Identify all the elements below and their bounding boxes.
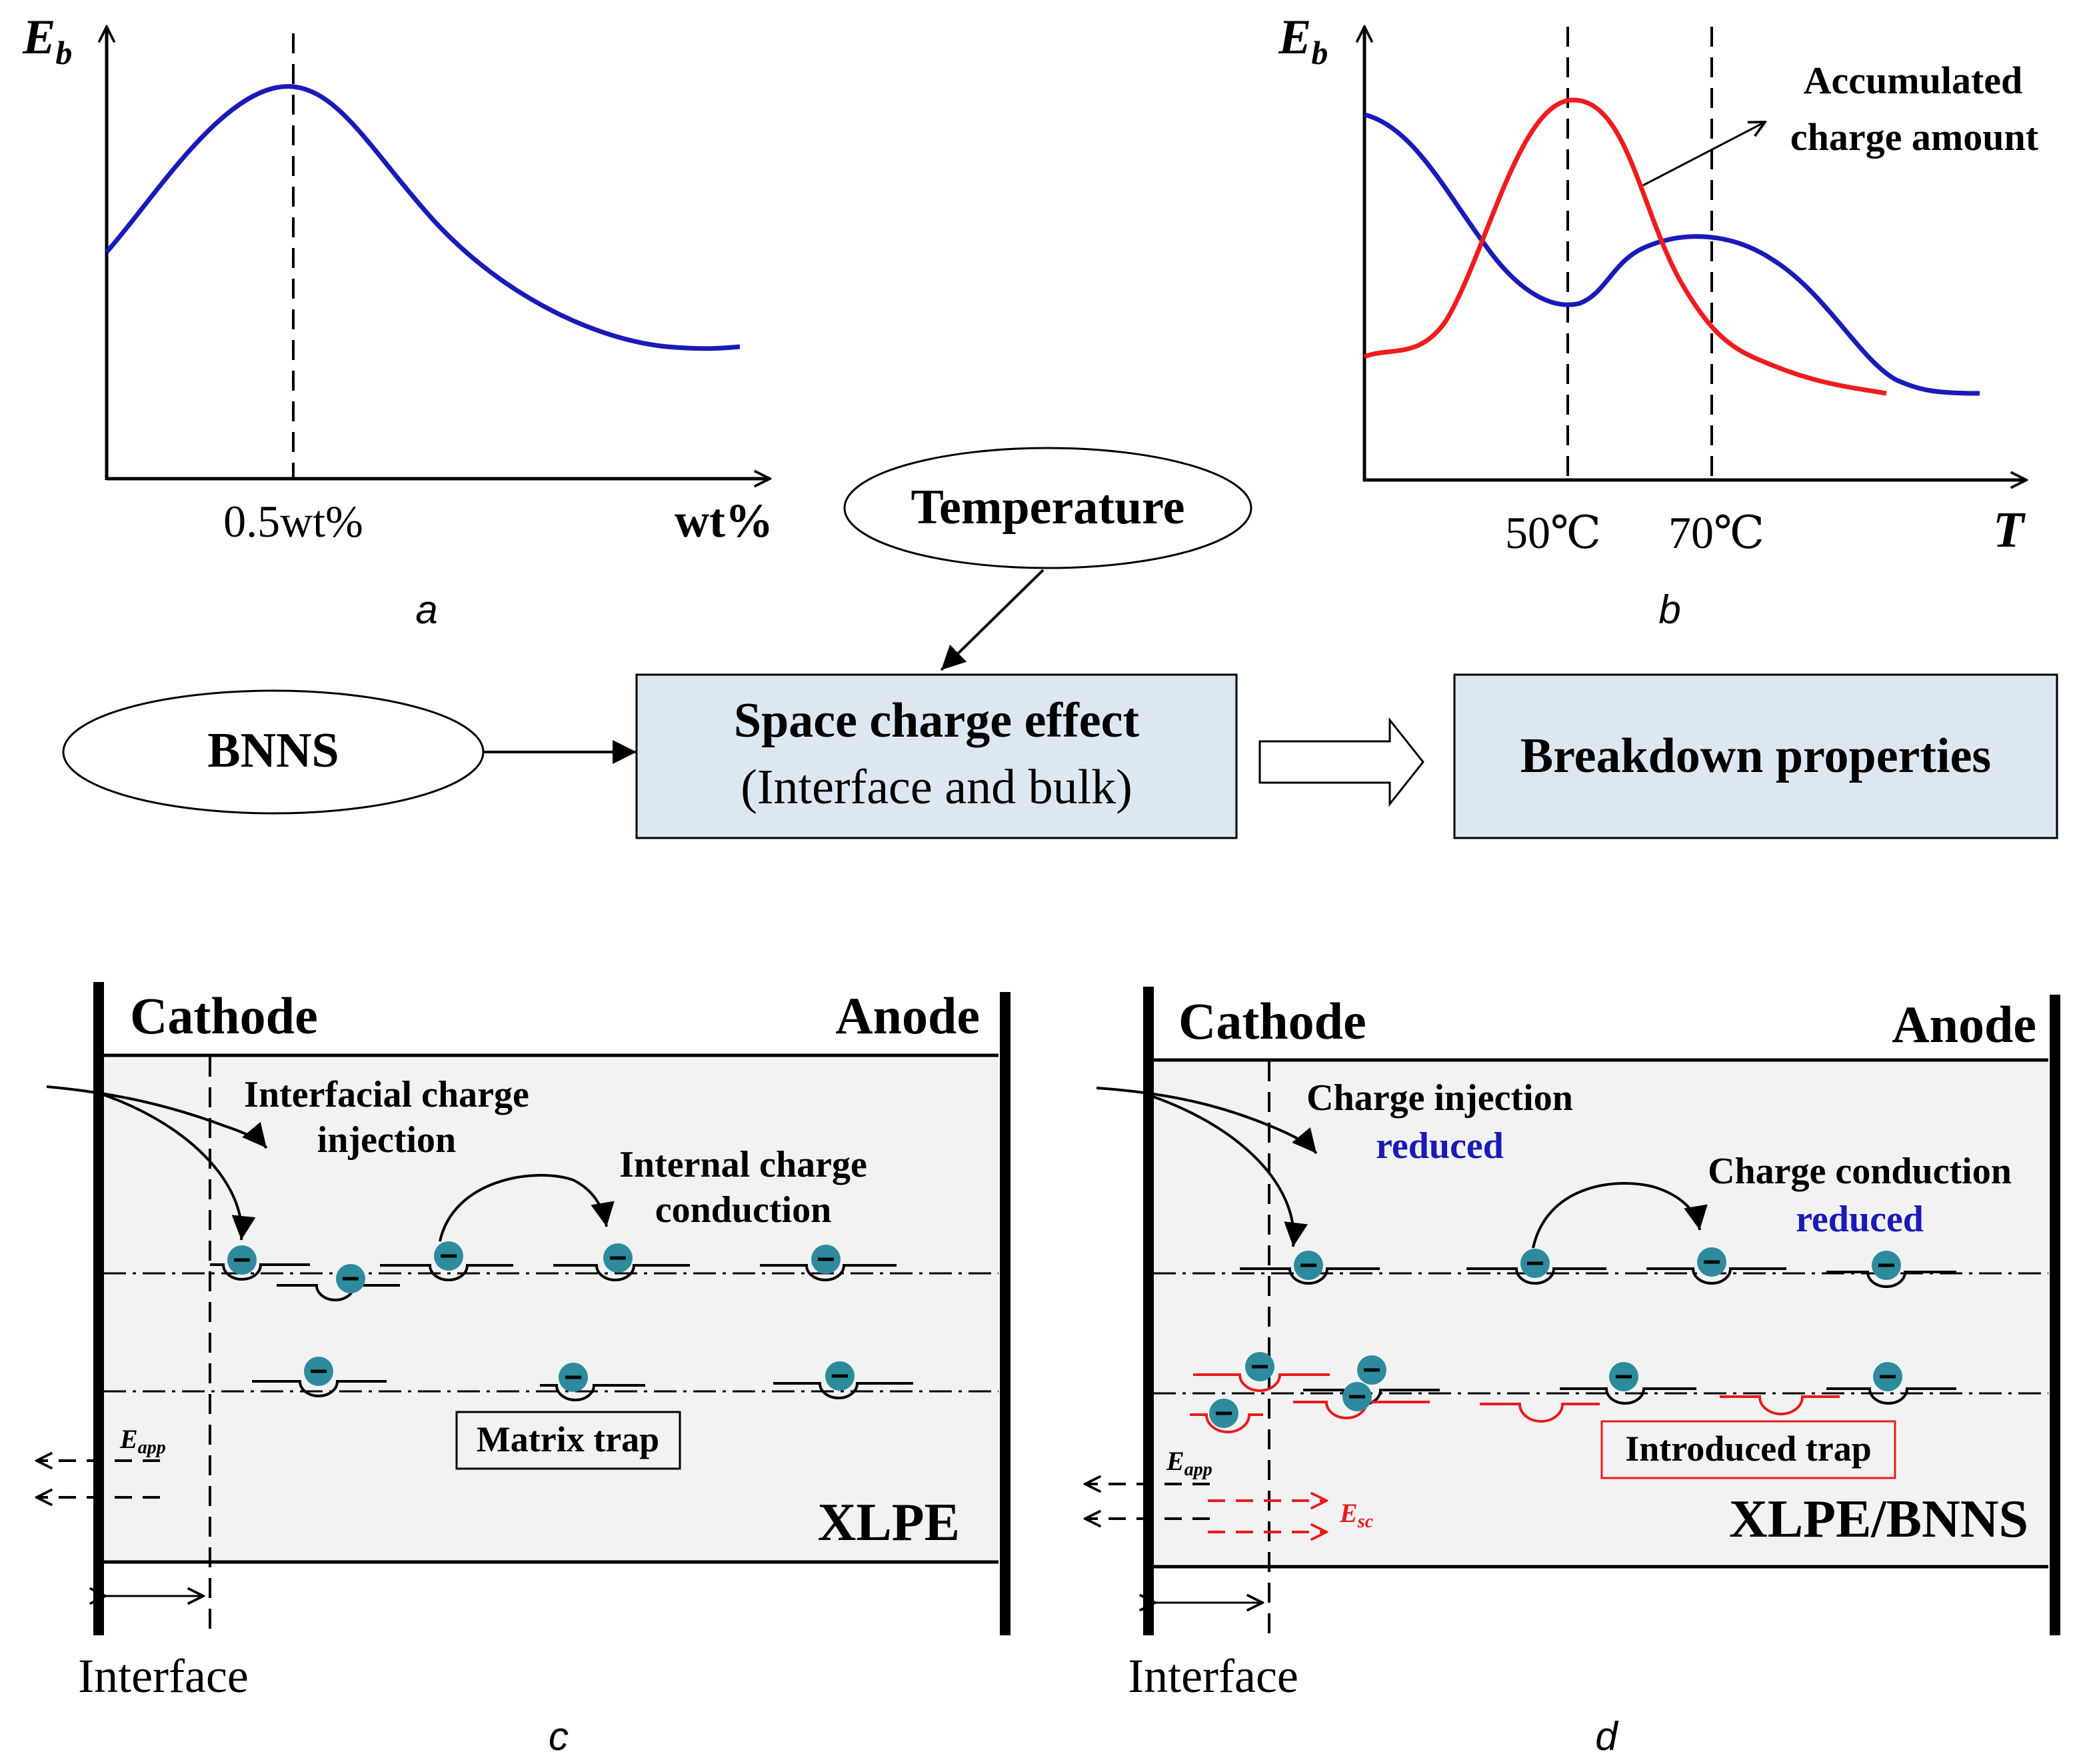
panel-caption: d	[1595, 1714, 1618, 1759]
charge-dot	[1609, 1362, 1638, 1391]
cathode-label: Cathode	[130, 987, 318, 1045]
injection-label-2: injection	[317, 1119, 456, 1161]
matrix-trap-box	[455, 1411, 681, 1470]
space-charge-box	[635, 673, 1238, 839]
conduction-label-2: conduction	[655, 1189, 832, 1231]
anode-label: Anode	[835, 987, 980, 1045]
breakdown-strength-curve	[105, 84, 741, 351]
panel-b: Eb Accumulated charge amount 50℃ 70℃ T b	[1278, 10, 2039, 632]
charge-dot	[1872, 1251, 1901, 1280]
trapped-charges	[227, 1241, 855, 1392]
panel-caption: b	[1658, 587, 1680, 632]
x-tick-70: 70℃	[1668, 507, 1764, 558]
x-axis-label: wt%	[675, 494, 773, 547]
hopping-arrow	[1532, 1182, 1708, 1249]
e-app-label: Eapp	[1166, 1446, 1212, 1480]
e-app-label: Eapp	[119, 1424, 166, 1458]
breakdown-box	[1453, 673, 2058, 839]
charge-dot	[825, 1361, 855, 1391]
annotation-line-2: charge amount	[1790, 115, 2039, 159]
charge-dot	[811, 1245, 841, 1274]
accumulated-charge-curve	[1363, 97, 1887, 396]
panel-c: Cathode Anode Interfacial charge injecti…	[37, 982, 1011, 1759]
bnns-label: BNNS	[207, 723, 339, 778]
injection-label-1: Interfacial charge	[244, 1074, 529, 1115]
charge-dot	[1873, 1362, 1902, 1391]
conduction-label: Charge conduction	[1708, 1151, 2012, 1192]
charge-dot	[603, 1243, 633, 1273]
breakdown-strength-curve	[1364, 112, 1980, 396]
hopping-arrow	[439, 1173, 615, 1242]
e-sc-label: Esc	[1339, 1498, 1374, 1532]
injection-reduced-label: reduced	[1376, 1125, 1504, 1167]
cathode-label: Cathode	[1178, 992, 1366, 1050]
interface-label: Interface	[1128, 1649, 1298, 1703]
material-label: XLPE/BNNS	[1729, 1490, 2028, 1549]
introduced-trap-box	[1600, 1420, 1896, 1479]
injection-label: Charge injection	[1306, 1077, 1573, 1119]
conduction-label-1: Internal charge	[619, 1144, 867, 1185]
material-label: XLPE	[818, 1493, 960, 1552]
panel-a: Eb 0.5wt% wt% a	[22, 10, 773, 632]
flow-diagram: Temperature BNNS Space charge effect (In…	[62, 447, 2058, 839]
space-charge-subtitle: (Interface and bulk)	[741, 760, 1132, 815]
charge-dot	[434, 1241, 463, 1271]
annotation-line-1: Accumulated	[1804, 59, 2023, 102]
charge-dot	[1520, 1249, 1550, 1278]
introduced-trap-label: Introduced trap	[1625, 1429, 1872, 1469]
outline-arrow	[1258, 717, 1424, 807]
conduction-reduced-label: reduced	[1796, 1199, 1924, 1240]
charge-dot	[559, 1363, 588, 1392]
annotation-leader	[1642, 122, 1765, 187]
breakdown-label: Breakdown properties	[1520, 729, 1991, 783]
charge-dot	[1342, 1382, 1372, 1411]
temperature-label: Temperature	[911, 480, 1184, 535]
charge-dot	[1209, 1399, 1238, 1428]
panel-caption: a	[415, 587, 437, 632]
charge-dot	[1294, 1251, 1323, 1280]
matrix-traps	[210, 1263, 913, 1401]
x-tick-label: 0.5wt%	[223, 496, 363, 547]
x-tick-50: 50℃	[1505, 507, 1601, 558]
temperature-ellipse	[843, 447, 1252, 569]
y-axis-label: Eb	[22, 10, 72, 71]
injection-arrow-1	[1096, 1087, 1318, 1155]
injection-arrow-2	[1152, 1095, 1308, 1247]
xlpe-region	[99, 1055, 999, 1562]
anode-label: Anode	[1892, 995, 2036, 1053]
charge-dot	[1357, 1355, 1386, 1385]
space-charge-title: Space charge effect	[734, 693, 1140, 748]
panel-caption: c	[549, 1714, 569, 1759]
x-axis-label: T	[1993, 502, 2026, 558]
charge-dot	[336, 1264, 365, 1293]
charge-dot	[227, 1245, 257, 1275]
injection-arrow-1	[46, 1085, 268, 1149]
charge-dot	[304, 1357, 333, 1386]
charge-dot	[1697, 1247, 1726, 1277]
interface-label: Interface	[78, 1649, 249, 1703]
y-axis-label: Eb	[1278, 10, 1328, 71]
trapped-charges	[1209, 1247, 1902, 1428]
panel-d: Cathode Anode Charge injection reduced C…	[1085, 987, 2060, 1759]
charge-dot	[1245, 1352, 1274, 1381]
temperature-arrow	[940, 569, 1044, 671]
matrix-trap-label: Matrix trap	[477, 1419, 659, 1459]
injection-arrow-2	[103, 1093, 256, 1241]
